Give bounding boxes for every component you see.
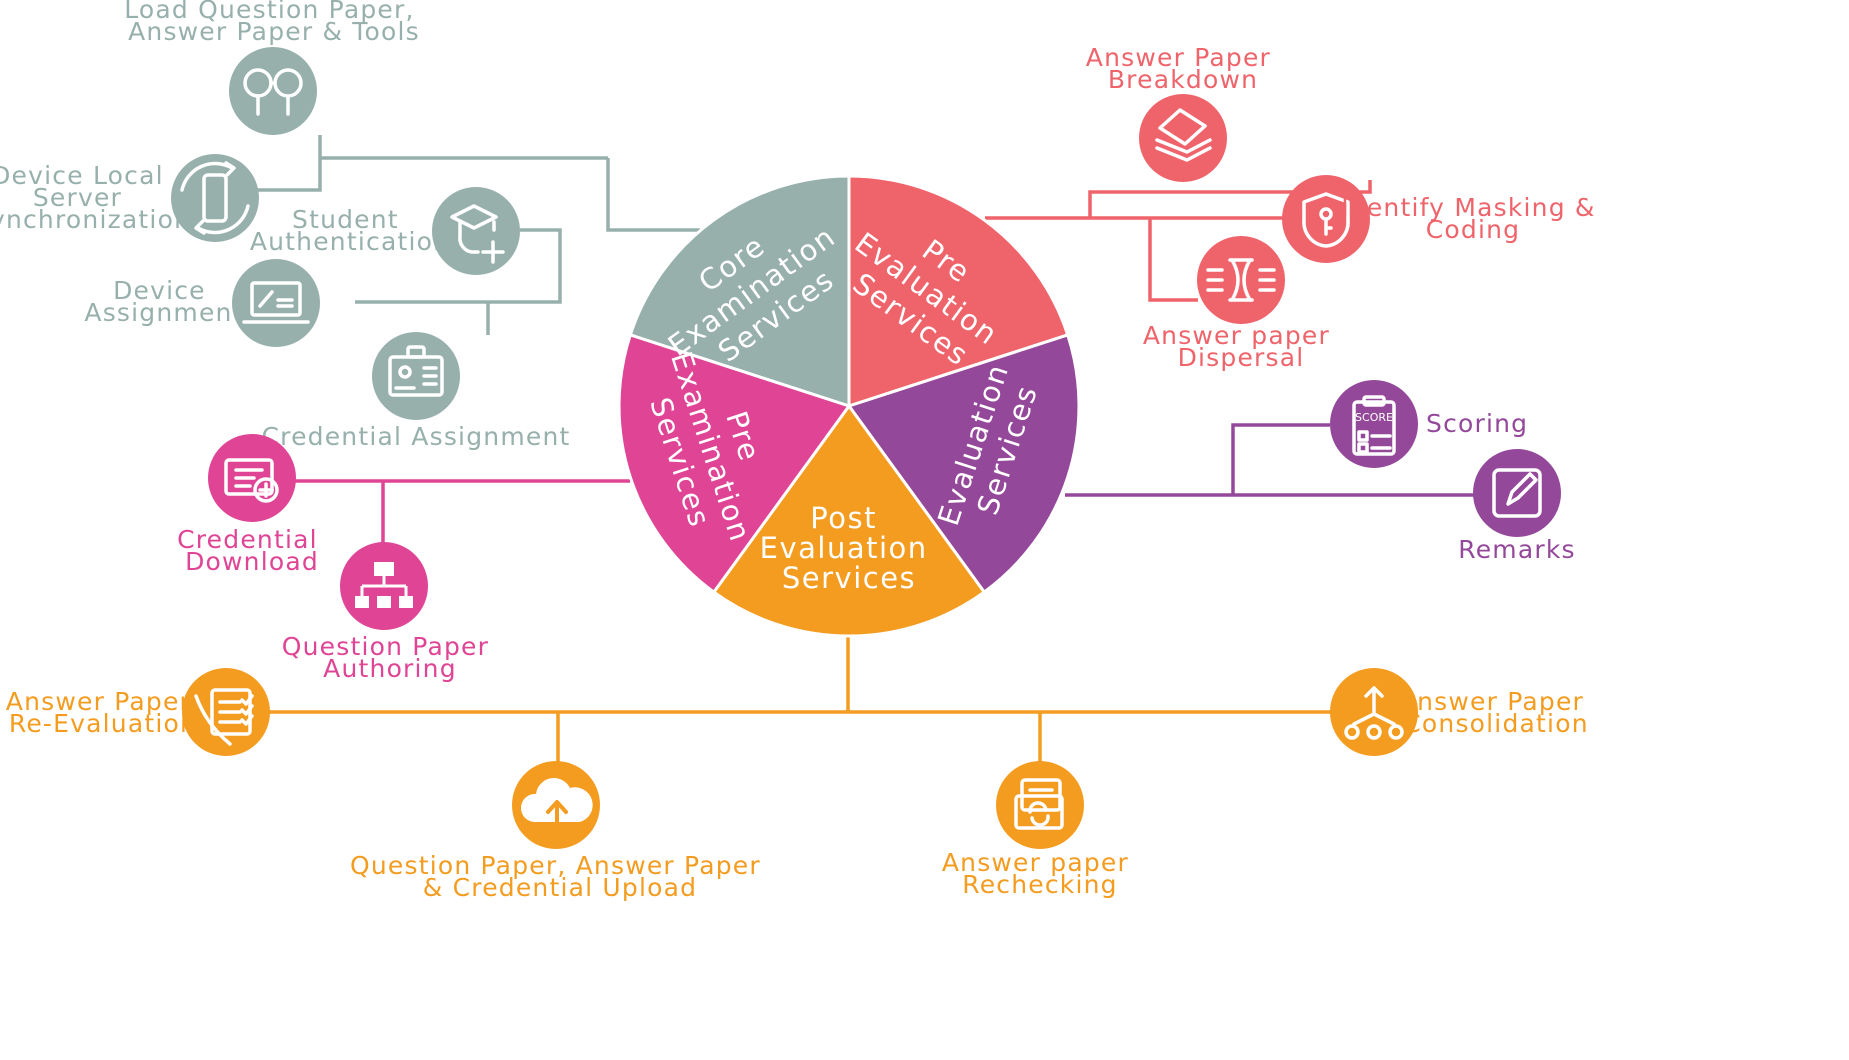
node-credential-download[interactable]: Credential Download (177, 434, 327, 576)
segment-core[interactable] (628, 174, 851, 409)
node-student-authentication[interactable]: Student Authentication (250, 187, 520, 275)
segment-post-evaluation-label: Post Evaluation Services (760, 501, 939, 595)
checklist-icon (194, 688, 254, 746)
edit-icon (1492, 468, 1542, 518)
node-device-assignment[interactable]: Device Assignment (84, 259, 320, 347)
shield-key-icon (1302, 192, 1350, 248)
device-sync-icon (180, 161, 250, 235)
node-student-authentication-label: Student Authentication (250, 205, 450, 256)
node-consolidation-label: Answer Paper Consolidation (1399, 687, 1593, 738)
node-consolidation[interactable]: Answer Paper Consolidation (1330, 668, 1593, 756)
segment-post-evaluation[interactable] (711, 403, 987, 638)
segment-pre-examination[interactable] (617, 333, 852, 595)
node-rechecking-label: Answer paper Rechecking (942, 848, 1138, 899)
node-credential-download-label: Credential Download (177, 525, 327, 576)
node-scoring[interactable]: SCORE Scoring (1330, 380, 1528, 468)
node-load-question-paper[interactable]: Load Question Paper, Answer Paper & Tool… (124, 0, 424, 135)
node-load-question-paper-label: Load Question Paper, Answer Paper & Tool… (124, 0, 424, 46)
hierarchy-icon (355, 562, 413, 608)
pre-exam-connectors (295, 479, 630, 545)
node-qp-authoring-label: Question Paper Authoring (282, 632, 499, 683)
dispersal-icon (1206, 258, 1276, 302)
segment-pre-evaluation[interactable] (847, 174, 1070, 409)
node-qp-authoring[interactable]: Question Paper Authoring (282, 542, 499, 683)
node-answer-dispersal-label: Answer paper Dispersal (1143, 321, 1339, 372)
node-identify-masking[interactable]: Identify Masking & Coding (1282, 175, 1605, 263)
segment-evaluation[interactable] (846, 333, 1081, 595)
node-device-assignment-label: Device Assignment (84, 276, 243, 327)
node-answer-breakdown-label: Answer Paper Breakdown (1086, 43, 1280, 94)
node-credential-assignment[interactable]: Credential Assignment (261, 332, 570, 451)
glasses-icon (243, 68, 303, 116)
id-card-icon (388, 345, 444, 397)
merge-icon (1344, 686, 1404, 740)
node-upload-label: Question Paper, Answer Paper & Credentia… (350, 851, 770, 902)
post-eval-connectors (268, 636, 1332, 762)
node-re-evaluation[interactable]: Answer Paper Re-Evaluation (6, 668, 270, 756)
node-rechecking[interactable]: Answer paper Rechecking (942, 761, 1138, 899)
pre-eval-connectors (985, 180, 1372, 302)
node-scoring-label: Scoring (1426, 409, 1528, 438)
score-card-icon (1352, 395, 1396, 456)
services-pie: Core Examination Services Pre Evaluation… (617, 174, 1081, 638)
paper-stack-icon (1155, 108, 1212, 162)
node-remarks-label: Remarks (1458, 535, 1575, 564)
node-remarks[interactable]: Remarks (1458, 449, 1575, 564)
node-device-sync-label: Device Local Server Synchronization (0, 161, 191, 234)
node-answer-breakdown[interactable]: Answer Paper Breakdown (1086, 43, 1280, 182)
core-connectors (255, 135, 700, 335)
laptop-icon (242, 281, 310, 324)
score-badge: SCORE (1355, 411, 1393, 424)
node-credential-assignment-label: Credential Assignment (261, 422, 570, 451)
credential-download-icon (224, 458, 279, 503)
cloud-upload-icon (520, 778, 593, 828)
segment-evaluation-label: Evaluation Services (931, 349, 1051, 540)
node-answer-dispersal[interactable]: Answer paper Dispersal (1143, 236, 1339, 372)
node-device-sync[interactable]: Device Local Server Synchronization (0, 154, 259, 242)
node-re-evaluation-label: Answer Paper Re-Evaluation (6, 687, 200, 738)
evaluation-connectors (1065, 423, 1475, 497)
recheck-icon (1014, 778, 1064, 830)
node-upload[interactable]: Question Paper, Answer Paper & Credentia… (350, 761, 770, 902)
student-add-icon (450, 204, 505, 264)
node-identify-masking-label: Identify Masking & Coding (1341, 193, 1605, 244)
